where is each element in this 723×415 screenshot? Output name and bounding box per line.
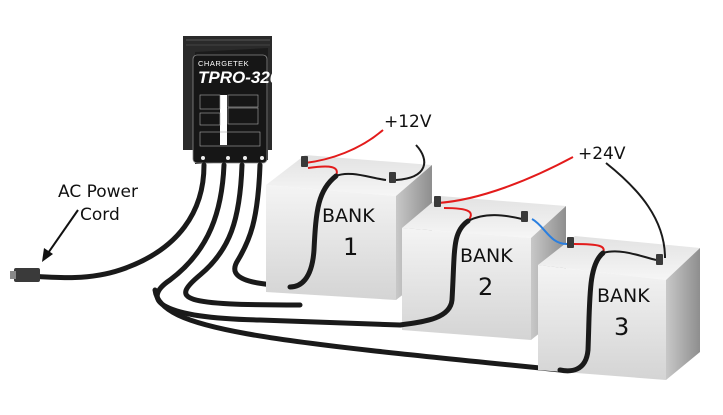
charger: CHARGETEK TPRO-320 [183, 36, 280, 164]
bank-1-label: BANK [322, 205, 375, 227]
bank-1-number: 1 [343, 233, 358, 261]
cord-label: Cord [80, 205, 120, 225]
charger-brand: CHARGETEK [198, 59, 249, 68]
bank-2-number: 2 [478, 273, 493, 301]
charger-output-terminals [201, 156, 264, 160]
plus-24v-label: +24V [578, 144, 626, 164]
bank-2-label: BANK [460, 245, 513, 267]
positive-wires [304, 129, 605, 254]
battery-terminals [301, 156, 663, 265]
series-link-wire [531, 218, 569, 246]
battery-bank-2: BANK 2 [402, 196, 566, 340]
ac-power-label: AC Power [58, 182, 138, 202]
ac-plug-icon [10, 268, 40, 282]
ac-arrow-icon [42, 209, 79, 262]
charger-indicator-strip [220, 95, 227, 145]
battery-bank-3: BANK 3 [538, 236, 700, 380]
plus-12v-label: +12V [384, 112, 432, 132]
negative-wires [335, 144, 666, 261]
charger-faceplate [192, 54, 268, 164]
bank-3-label: BANK [597, 285, 650, 307]
bank-3-number: 3 [614, 313, 629, 341]
charger-model: TPRO-320 [198, 68, 280, 87]
ac-power-cable [27, 162, 207, 281]
